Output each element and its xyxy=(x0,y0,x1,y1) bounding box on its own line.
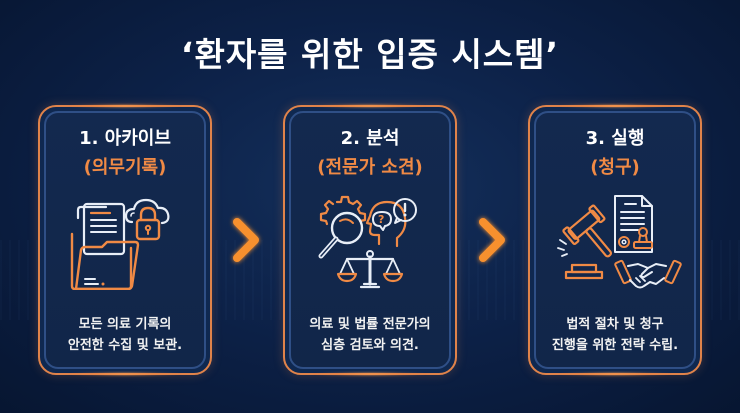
folder-document-cloud-lock-icon xyxy=(70,198,170,290)
card-description-line: 의료 및 법률 전문가의 xyxy=(309,317,431,332)
card-title: 3. 실행 xyxy=(585,128,645,149)
card-glow-top xyxy=(560,104,670,108)
card-description-line: 심층 검토와 의견. xyxy=(321,338,419,353)
card-title: 2. 분석 xyxy=(340,128,400,149)
chevron-right-icon xyxy=(233,218,259,262)
card-description-line: 안전한 수집 및 보관. xyxy=(67,338,183,353)
card-glow-top xyxy=(315,104,425,108)
gavel-document-stamp-handshake-icon xyxy=(557,195,682,289)
card-description-line: 모든 의료 기록의 xyxy=(78,317,172,332)
page-title: ‘환자를 위한 입증 시스템’ xyxy=(180,35,560,74)
chevron-right-icon xyxy=(479,218,505,262)
card-title: 1. 아카이브 xyxy=(79,128,171,149)
card-glow-bottom xyxy=(560,372,670,376)
card-description: 모든 의료 기록의 안전한 수집 및 보관. xyxy=(48,314,202,356)
card-description-line: 진행을 위한 전략 수립. xyxy=(551,338,679,353)
card-subtitle: (전문가 소견) xyxy=(317,157,423,178)
card-glow-top xyxy=(70,104,180,108)
card-archive: 1. 아카이브 (의무기록) xyxy=(38,104,212,376)
card-description-line: 법적 절차 및 청구 xyxy=(566,317,664,332)
card-glow-bottom xyxy=(70,372,180,376)
gear-magnifier-head-scales-icon: ? xyxy=(318,195,417,289)
card-description: 의료 및 법률 전문가의 심층 검토와 의견. xyxy=(293,314,447,356)
card-description: 법적 절차 및 청구 진행을 위한 전략 수립. xyxy=(538,314,692,356)
card-subtitle: (청구) xyxy=(590,157,640,178)
svg-text:?: ? xyxy=(378,213,384,226)
card-subtitle: (의무기록) xyxy=(83,157,167,178)
card-glow-bottom xyxy=(315,372,425,376)
card-analysis: 2. 분석 (전문가 소견) ? xyxy=(283,104,457,376)
card-execution: 3. 실행 (청구) xyxy=(528,104,702,376)
